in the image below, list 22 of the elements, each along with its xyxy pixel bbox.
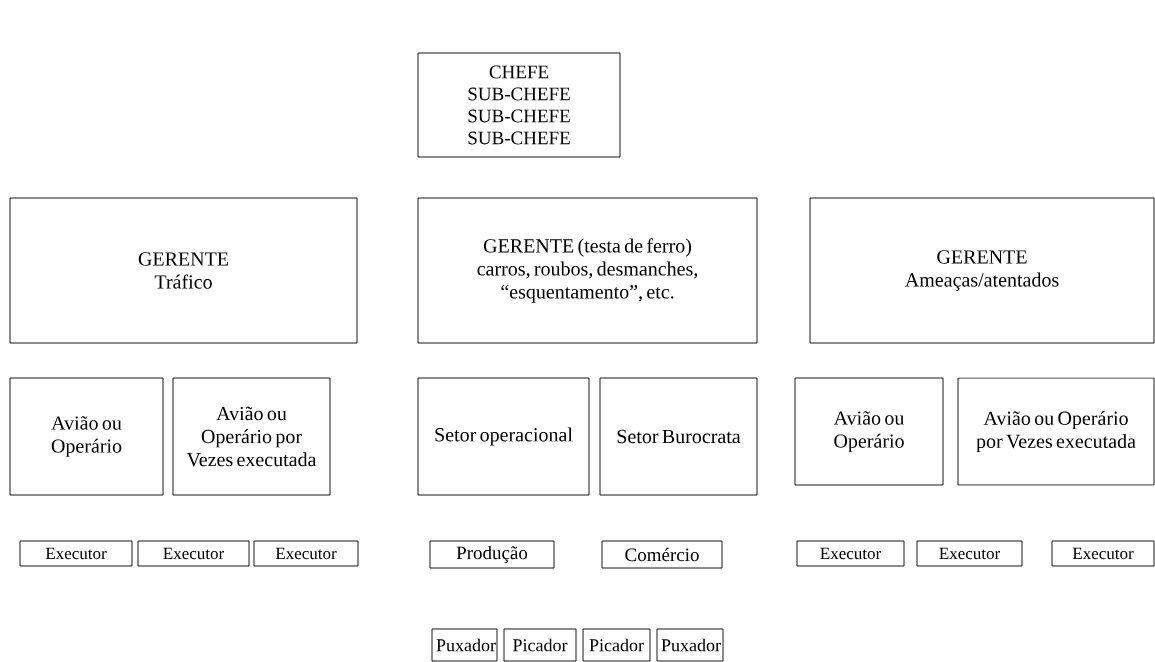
- small-box: Puxador: [431, 628, 498, 662]
- small-box: Puxador: [656, 628, 724, 662]
- small-box: Picador: [582, 628, 651, 662]
- org-box: Avião ou Operário por Vezes executada: [172, 377, 331, 496]
- org-box: GERENTE Tráfico: [9, 197, 358, 344]
- small-box: Executor: [137, 540, 250, 567]
- top-box: CHEFE SUB-CHEFE SUB-CHEFE SUB-CHEFE: [417, 52, 621, 158]
- small-box: Picador: [503, 628, 577, 662]
- org-box: Setor operacional: [417, 377, 590, 496]
- small-box: Executor: [916, 540, 1023, 567]
- small-box: Executor: [796, 540, 905, 567]
- small-box: Executor: [253, 540, 359, 567]
- org-box: Setor Burocrata: [599, 377, 758, 496]
- small-box: Comércio: [601, 540, 723, 569]
- org-box: Avião ou Operário: [794, 377, 944, 486]
- org-box: Avião ou Operário por Vezes executada: [957, 377, 1155, 486]
- small-box: Executor: [19, 540, 133, 567]
- org-box: GERENTE Ameaças/atentados: [809, 197, 1155, 344]
- org-box: GERENTE (testa de ferro) carros, roubos, desmanches, “esquentamento”, etc.: [417, 197, 758, 344]
- small-box: Produção: [429, 540, 555, 569]
- org-box: Avião ou Operário: [9, 377, 164, 496]
- small-box: Executor: [1051, 540, 1155, 567]
